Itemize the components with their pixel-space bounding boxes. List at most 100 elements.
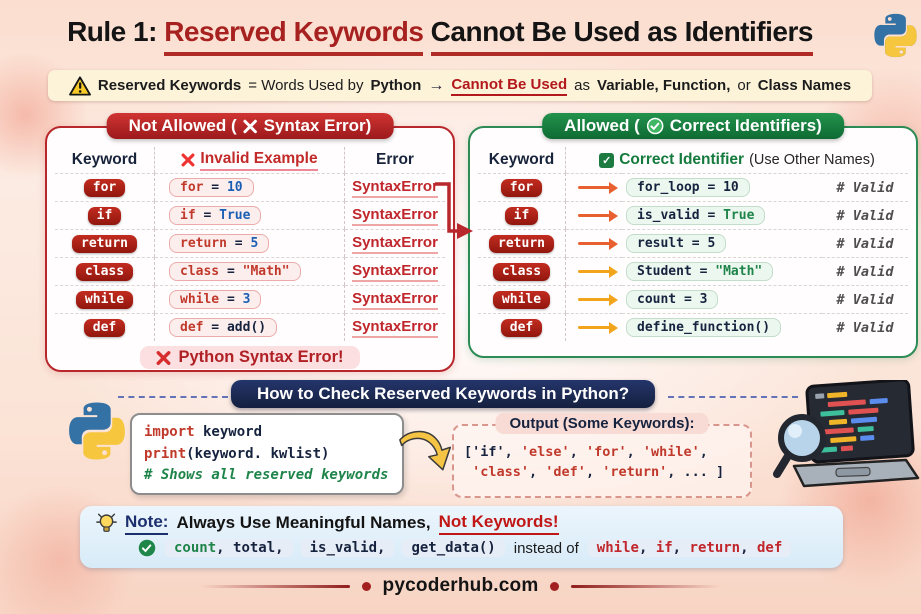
keyword-chip: while bbox=[492, 290, 551, 309]
code-token: 5 bbox=[250, 236, 259, 251]
keyword-chip: class bbox=[492, 262, 551, 281]
valid-comment: # Valid bbox=[836, 235, 894, 252]
python-logo-icon bbox=[66, 400, 128, 467]
keyword-chip: return bbox=[72, 234, 137, 253]
code-token: "Math" bbox=[715, 264, 763, 279]
keyword-chip: def bbox=[83, 318, 126, 337]
valid-comment: # Valid bbox=[836, 207, 894, 224]
code-token: True bbox=[723, 208, 755, 223]
footer-dot bbox=[361, 581, 371, 591]
curved-arrow-icon bbox=[398, 426, 454, 483]
code-token: count = 3 bbox=[637, 292, 708, 307]
note-highlight: Not Keywords! bbox=[438, 512, 559, 535]
banner-classnames: Class Names bbox=[757, 77, 852, 94]
banner-text: = Words Used by bbox=[248, 77, 364, 94]
col-header-keyword: Keyword bbox=[55, 147, 155, 173]
syntax-error-label: SyntaxError bbox=[352, 178, 438, 198]
title-highlight: Reserved Keywords bbox=[164, 16, 424, 56]
banner-or: or bbox=[737, 77, 751, 94]
valid-comment: # Valid bbox=[836, 319, 894, 336]
allowed-table: Keyword ✓ Correct Identifier (Use Other … bbox=[478, 147, 908, 341]
banner-variable: Variable, Function, bbox=[597, 77, 731, 94]
warning-banner: Reserved Keywords = Words Used by Python… bbox=[48, 70, 872, 101]
footer-dot bbox=[550, 581, 560, 591]
code-token: define_function() bbox=[637, 320, 771, 335]
code-token: (keyword. kwlist) bbox=[186, 445, 330, 462]
code-token: = bbox=[219, 292, 243, 307]
syntax-error-label: SyntaxError bbox=[352, 318, 438, 338]
valid-comment: # Valid bbox=[836, 291, 894, 308]
invalid-example-chip: class = "Math" bbox=[169, 262, 301, 281]
invalid-example-chip: for = 10 bbox=[169, 178, 254, 197]
code-token: 'return' bbox=[602, 464, 668, 481]
code-token: = bbox=[226, 236, 251, 251]
not-allowed-header: Not Allowed ( Syntax Error) bbox=[106, 113, 394, 139]
correct-identifier-chip: define_function() bbox=[626, 318, 782, 337]
keyword-chip: def bbox=[500, 318, 543, 337]
banner-term: Reserved Keywords bbox=[97, 77, 242, 94]
code-token: is_valid = bbox=[637, 208, 724, 223]
note-examples-line: count, total,is_valid,get_data() instead… bbox=[138, 539, 843, 557]
check-circle-icon bbox=[138, 539, 156, 557]
output-line: 'class', 'def', 'return', ... ] bbox=[464, 462, 750, 482]
output-box: Output (Some Keywords): ['if', 'else', '… bbox=[452, 413, 752, 498]
good-identifier-chip: count, total, bbox=[165, 539, 293, 557]
syntax-error-label: SyntaxError bbox=[352, 206, 438, 226]
code-token: Student = bbox=[637, 264, 716, 279]
footer-line-right bbox=[571, 584, 722, 588]
lightbulb-icon bbox=[96, 511, 117, 535]
code-token: for_loop = 10 bbox=[637, 180, 739, 195]
code-token: if bbox=[180, 208, 196, 223]
x-icon bbox=[156, 350, 171, 365]
right-arrow-icon: → bbox=[428, 76, 445, 94]
keyword-chip: while bbox=[75, 290, 134, 309]
arrow-icon bbox=[578, 321, 618, 334]
col-header-invalid-example: Invalid Example bbox=[155, 147, 345, 173]
col-header-error: Error bbox=[376, 151, 414, 168]
banner-python: Python bbox=[370, 77, 422, 94]
not-allowed-title-post: Syntax Error) bbox=[263, 116, 372, 135]
x-icon bbox=[181, 153, 195, 167]
bad-keywords-chip: while, if, return, def bbox=[587, 539, 792, 557]
note-box: Note: Always Use Meaningful Names, Not K… bbox=[80, 506, 843, 568]
valid-comment: # Valid bbox=[836, 263, 894, 280]
output-line: ['if', 'else', 'for', 'while', bbox=[464, 442, 750, 462]
col-header-correct-identifier: ✓ Correct Identifier (Use Other Names) bbox=[566, 147, 908, 173]
code-token: = bbox=[219, 264, 243, 279]
code-token: , bbox=[585, 464, 603, 481]
code-token: ['if', bbox=[464, 444, 521, 460]
code-token: , bbox=[626, 444, 643, 460]
title-prefix: Rule 1: bbox=[67, 16, 165, 47]
correct-identifier-chip: is_valid = True bbox=[626, 206, 766, 225]
check-circle-icon bbox=[646, 117, 664, 135]
note-label: Note: bbox=[125, 512, 169, 535]
checkbox-icon: ✓ bbox=[599, 152, 615, 168]
valid-comment: # Valid bbox=[836, 179, 894, 196]
good-identifier-chip: get_data() bbox=[402, 539, 505, 557]
footer-line-left bbox=[199, 584, 350, 588]
title-suffix: Cannot Be Used as Identifiers bbox=[430, 16, 813, 56]
code-token: 3 bbox=[242, 292, 251, 307]
dashed-line-left bbox=[118, 396, 228, 398]
footer: pycoderhub.com bbox=[0, 575, 921, 597]
code-token: 'else' bbox=[520, 444, 570, 460]
code-token: True bbox=[219, 208, 251, 223]
correct-identifier-chip: count = 3 bbox=[626, 290, 719, 309]
arrow-icon bbox=[578, 265, 618, 278]
output-title: Output (Some Keywords): bbox=[495, 413, 709, 434]
code-line: print(keyword. kwlist) bbox=[144, 444, 390, 466]
python-logo-icon bbox=[872, 12, 919, 64]
code-token: 'class' bbox=[464, 464, 530, 481]
arrow-icon bbox=[578, 181, 618, 194]
code-token: return bbox=[180, 236, 227, 251]
dashed-line-right bbox=[668, 396, 798, 398]
code-token: is_valid, bbox=[309, 540, 386, 556]
invalid-example-chip: def = add() bbox=[169, 318, 278, 337]
good-identifier-chips: count, total, is_valid, get_data() bbox=[165, 539, 505, 557]
arrow-icon bbox=[578, 293, 618, 306]
not-allowed-panel: Not Allowed ( Syntax Error) Keyword Inva… bbox=[45, 113, 455, 372]
invalid-example-chip: while = 3 bbox=[169, 290, 262, 309]
code-token: result = 5 bbox=[637, 236, 716, 251]
code-token: , bbox=[569, 444, 586, 460]
